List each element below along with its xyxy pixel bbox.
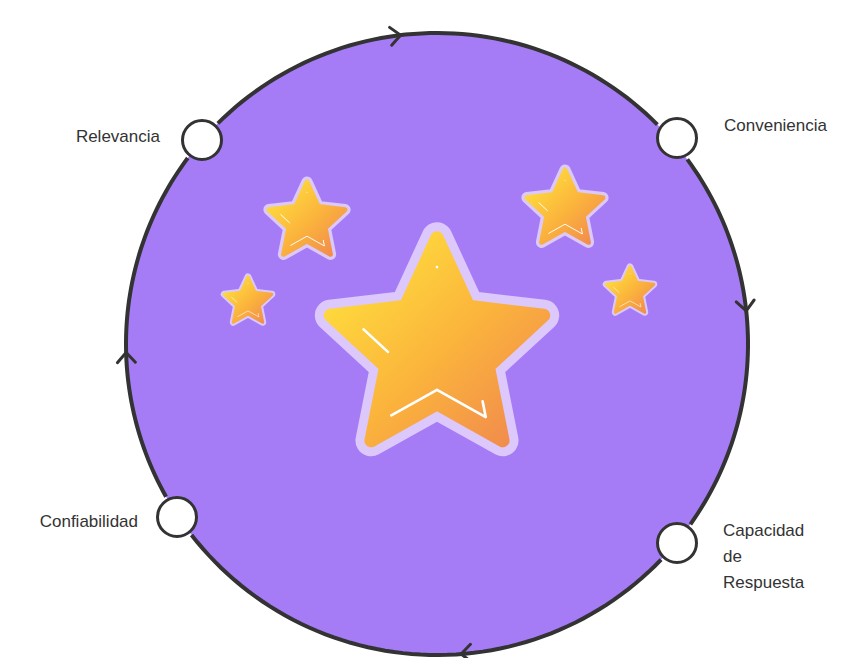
node-circle-shape xyxy=(658,524,697,563)
node-circle xyxy=(655,116,699,160)
cycle-node: Confiabilidad xyxy=(155,495,199,539)
cycle-arc xyxy=(117,158,187,497)
arrow-head xyxy=(736,300,754,311)
arrow-head xyxy=(390,27,401,45)
node-label: Relevancia xyxy=(76,124,160,150)
node-circle xyxy=(155,495,199,539)
cycle-arc xyxy=(687,159,754,524)
star-icon xyxy=(606,267,654,312)
node-circle xyxy=(180,118,224,162)
star-icon xyxy=(330,238,543,441)
cycle-arc-line xyxy=(218,33,658,125)
star-icon xyxy=(224,277,272,322)
arrow-head xyxy=(461,644,472,658)
node-label: Capacidad de Respuesta xyxy=(723,518,823,596)
arrow-head xyxy=(117,352,135,362)
cycle-node: Capacidad de Respuesta xyxy=(655,521,699,565)
star-icon xyxy=(269,182,345,254)
star-icon xyxy=(527,170,603,242)
cycle-arc-line xyxy=(192,535,662,655)
cycle-arc-line xyxy=(687,159,748,524)
node-circle xyxy=(655,521,699,565)
node-label: Confiabilidad xyxy=(40,509,138,535)
cycle-arc xyxy=(218,27,658,124)
purple-disc xyxy=(126,33,748,655)
cycle-arc xyxy=(192,535,662,658)
cycle-node: Relevancia xyxy=(180,118,224,162)
node-circle-shape xyxy=(183,121,222,160)
cycle-node: Conveniencia xyxy=(655,116,699,160)
node-circle-shape xyxy=(158,498,197,537)
cycle-arc-line xyxy=(126,158,188,497)
node-circle-shape xyxy=(658,119,697,158)
node-label: Conveniencia xyxy=(724,113,827,139)
